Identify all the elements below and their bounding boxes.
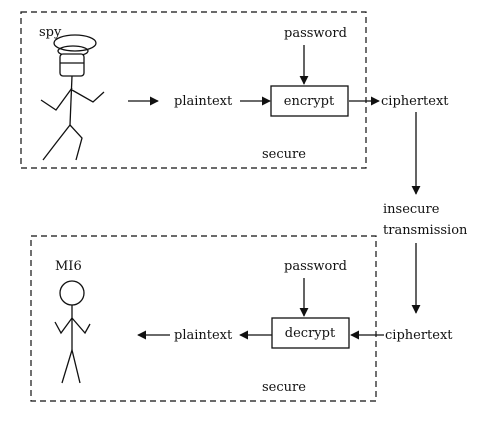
ciphertext-label-top: ciphertext: [381, 94, 449, 109]
encrypt-label: encrypt: [284, 94, 335, 109]
insecure-label: insecure: [383, 202, 440, 217]
ciphertext-label-bottom: ciphertext: [385, 328, 453, 343]
decrypt-box: [271, 317, 350, 349]
secure-label-bottom: secure: [262, 380, 306, 395]
password-label-bottom: password: [284, 259, 347, 274]
secure-region-top: [20, 11, 367, 169]
secure-region-bottom: [30, 235, 377, 402]
spy-label: spy: [39, 25, 62, 40]
plaintext-label-bottom: plaintext: [174, 328, 233, 343]
password-label-top: password: [284, 26, 347, 41]
mi6-label: MI6: [55, 259, 82, 274]
transmission-label: transmission: [383, 223, 468, 238]
secure-label-top: secure: [262, 147, 306, 162]
plaintext-label-top: plaintext: [174, 94, 233, 109]
spy-figure-icon: [40, 34, 105, 161]
mi6-figure-icon: [54, 280, 91, 384]
encrypt-box: [270, 85, 349, 117]
decrypt-label: decrypt: [285, 326, 336, 341]
